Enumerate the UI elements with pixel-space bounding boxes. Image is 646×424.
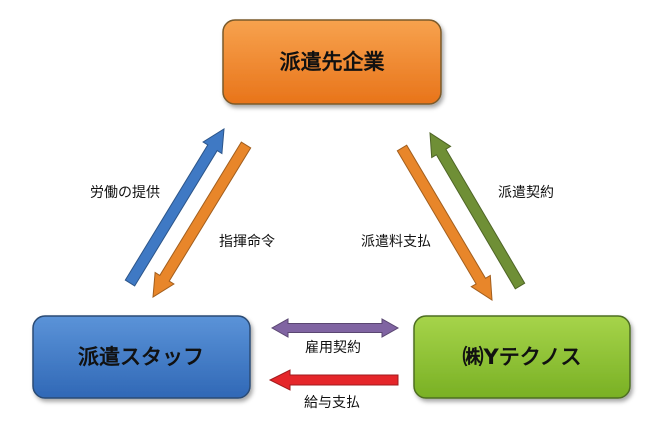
agency-box: [413, 315, 631, 399]
dispatch-fee-arrow: [396, 144, 493, 301]
staff-box: [32, 315, 251, 399]
client-company-node: 派遣先企業: [222, 19, 442, 105]
salary-payment-label: 給与支払: [304, 395, 360, 411]
labor-provision-arrow: [124, 128, 225, 287]
client-company-box: [222, 19, 442, 105]
agency-label: ㈱Yテクノス: [463, 345, 582, 369]
employment-contract-arrow: [270, 318, 400, 338]
agency-node: ㈱Yテクノス: [413, 315, 631, 399]
labor-provision-label: 労働の提供: [90, 185, 160, 201]
salary-payment-arrow: [268, 369, 399, 391]
instructions-arrow: [152, 141, 252, 298]
instructions-label: 指揮命令: [219, 233, 275, 250]
employment-contract-label: 雇用契約: [305, 339, 361, 356]
arrows-layer: [124, 128, 526, 391]
dispatch-fee-label: 派遣料支払: [361, 234, 431, 250]
dispatch-contract-label: 派遣契約: [498, 185, 554, 201]
staff-node: 派遣スタッフ: [32, 315, 251, 399]
staff-label: 派遣スタッフ: [78, 345, 204, 369]
client-company-label: 派遣先企業: [280, 50, 386, 74]
dispatch-contract-arrow: [429, 132, 526, 290]
